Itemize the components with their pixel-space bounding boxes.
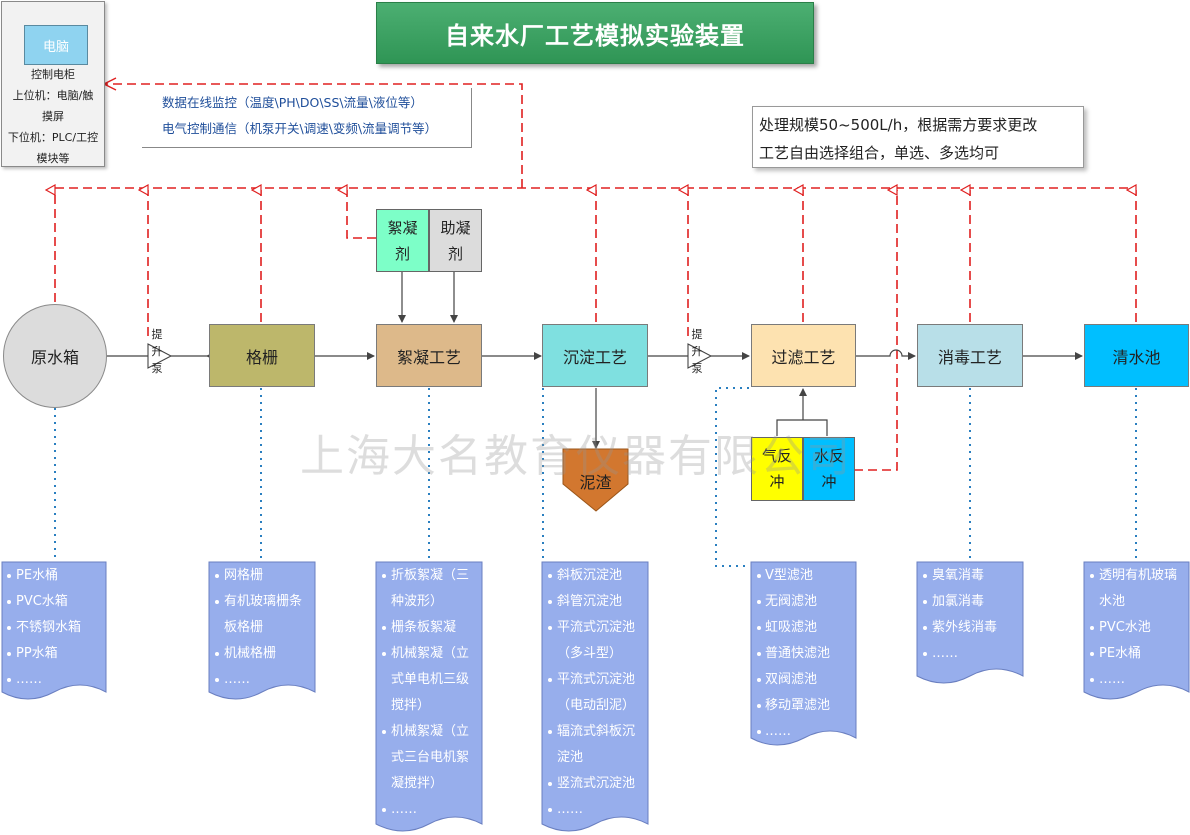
cabinet-line: 摸屏 <box>42 110 64 123</box>
list-item: PVC水箱 <box>16 594 68 609</box>
signal-network <box>55 83 1137 471</box>
list-item: 折板絮凝（三 <box>391 568 470 583</box>
list-item: 无阀滤池 <box>765 594 818 609</box>
list-item: 有机玻璃栅条 <box>224 594 303 609</box>
option-bullets <box>7 574 1094 812</box>
note-line: 工艺自由选择组合，单选、多选均可 <box>759 144 1000 162</box>
list-item: （电动刮泥） <box>557 698 636 713</box>
clear-options: 透明有机玻璃 水池 PVC水池 PE水桶 …… <box>1099 563 1177 693</box>
sed-options: 斜板沉淀池 斜管沉淀池 平流式沉淀池 （多斗型） 平流式沉淀池 （电动刮泥） 辐… <box>557 563 635 823</box>
list-item: 水池 <box>1099 594 1126 609</box>
page-title: 自来水厂工艺模拟实验装置 <box>376 2 814 64</box>
cabinet-line: 上位机：电脑/触 <box>12 89 94 102</box>
pump-2-shape <box>687 343 713 369</box>
drop-chem <box>347 190 376 239</box>
control-info-item: 电气控制通信（机泵开关\调速\变频\流量调节等） <box>162 121 438 136</box>
list-item: 不锈钢水箱 <box>16 620 82 635</box>
list-item: 斜板沉淀池 <box>557 568 623 583</box>
note-line: 处理规模50~500L/h，根据需方要求更改 <box>759 116 1038 134</box>
list-item: 式单电机三级 <box>391 672 470 687</box>
flocculation-process[interactable]: 絮凝工艺 <box>376 324 482 387</box>
signal-riser <box>106 83 523 188</box>
list-item: 搅拌） <box>391 698 431 713</box>
raw-water-tank[interactable]: 原水箱 <box>3 304 107 408</box>
coagulant-aid-box[interactable]: 助凝剂 <box>429 209 482 272</box>
grid-options: 网格栅 有机玻璃栅条 板格栅 机械格栅 …… <box>224 563 302 693</box>
control-info-box: 数据在线监控（温度\PH\DO\SS\流量\液位等） 电气控制通信（机泵开关\调… <box>142 88 472 148</box>
list-item: 透明有机玻璃 <box>1099 568 1178 583</box>
list-item: 种波形） <box>391 594 444 609</box>
list-item: 普通快滤池 <box>765 646 831 661</box>
grid-process[interactable]: 格栅 <box>209 324 315 387</box>
option-documents <box>1 561 1190 832</box>
list-item: 斜管沉淀池 <box>557 594 623 609</box>
coagulant-box[interactable]: 絮凝剂 <box>376 209 429 272</box>
list-item: …… <box>391 802 417 817</box>
sludge-shape <box>562 448 629 512</box>
list-item: 栅条板絮凝 <box>391 620 457 635</box>
filt-options: V型滤池 无阀滤池 虹吸滤池 普通快滤池 双阀滤池 移动罩滤池 …… <box>765 563 830 745</box>
floc-options: 折板絮凝（三 种波形） 栅条板絮凝 机械絮凝（立 式单电机三级 搅拌） 机械絮凝… <box>391 563 469 823</box>
air-backwash-box[interactable]: 气反冲 <box>751 437 803 501</box>
list-item: （多斗型） <box>557 646 623 661</box>
list-item: 网格栅 <box>224 568 264 583</box>
sludge-label: 泥渣 <box>579 473 612 492</box>
control-info-item: 数据在线监控（温度\PH\DO\SS\流量\液位等） <box>162 95 423 110</box>
list-item: 辐流式斜板沉 <box>557 724 636 739</box>
list-item: PP水箱 <box>16 646 58 661</box>
list-item: V型滤池 <box>765 568 813 583</box>
water-backwash-box[interactable]: 水反冲 <box>803 437 855 501</box>
list-item: 竖流式沉淀池 <box>557 776 636 791</box>
sedimentation-process[interactable]: 沉淀工艺 <box>542 324 648 387</box>
list-item: 淀池 <box>557 750 584 765</box>
list-item: 凝搅拌） <box>391 776 444 791</box>
list-item: 移动罩滤池 <box>765 698 831 713</box>
list-item: 平流式沉淀池 <box>557 620 636 635</box>
cabinet-line: 模块等 <box>36 152 70 165</box>
list-item: 机械格栅 <box>224 646 277 661</box>
filtration-process[interactable]: 过滤工艺 <box>751 324 856 387</box>
list-item: 机械絮凝（立 <box>391 646 470 661</box>
dis-options: 臭氧消毒 加氯消毒 紫外线消毒 …… <box>932 563 997 667</box>
list-item: …… <box>932 646 958 661</box>
control-cabinet: 电脑 控制电柜 上位机：电脑/触 摸屏 下位机：PLC/工控 模块等 <box>1 1 105 167</box>
list-item: PE水桶 <box>1099 646 1142 661</box>
watermark: 上海大名教育仪器有限公司 <box>300 431 852 482</box>
capacity-note: 处理规模50~500L/h，根据需方要求更改 工艺自由选择组合，单选、多选均可 <box>752 106 1084 168</box>
cabinet-line: 下位机：PLC/工控 <box>7 131 99 144</box>
disinfection-process[interactable]: 消毒工艺 <box>917 324 1023 387</box>
list-item: …… <box>557 802 583 817</box>
list-item: PE水桶 <box>16 568 59 583</box>
list-item: …… <box>1099 672 1125 687</box>
list-item: …… <box>16 672 42 687</box>
pump-2-label: 提 升 泵 <box>691 328 703 375</box>
cabinet-line: 控制电柜 <box>31 68 75 81</box>
list-item: 虹吸滤池 <box>765 620 818 635</box>
list-item: 板格栅 <box>224 620 264 635</box>
option-leaders <box>54 387 1137 567</box>
list-item: 式三台电机絮 <box>391 750 470 765</box>
list-item: 双阀滤池 <box>765 672 818 687</box>
list-item: …… <box>765 724 791 739</box>
list-item: PVC水池 <box>1099 620 1151 635</box>
list-item: 平流式沉淀池 <box>557 672 636 687</box>
list-item: 臭氧消毒 <box>932 568 985 583</box>
pump-1-shape <box>147 343 173 369</box>
drop-backwash <box>854 190 898 471</box>
computer-box: 电脑 <box>24 25 88 65</box>
list-item: 加氯消毒 <box>932 594 985 609</box>
list-item: 机械絮凝（立 <box>391 724 470 739</box>
raw-options: PE水桶 PVC水箱 不锈钢水箱 PP水箱 …… <box>16 563 81 693</box>
clear-water-tank[interactable]: 清水池 <box>1084 324 1189 387</box>
main-flow <box>107 272 1083 449</box>
list-item: …… <box>224 672 250 687</box>
list-item: 紫外线消毒 <box>932 620 998 635</box>
pump-1-label: 提 升 泵 <box>151 328 163 375</box>
